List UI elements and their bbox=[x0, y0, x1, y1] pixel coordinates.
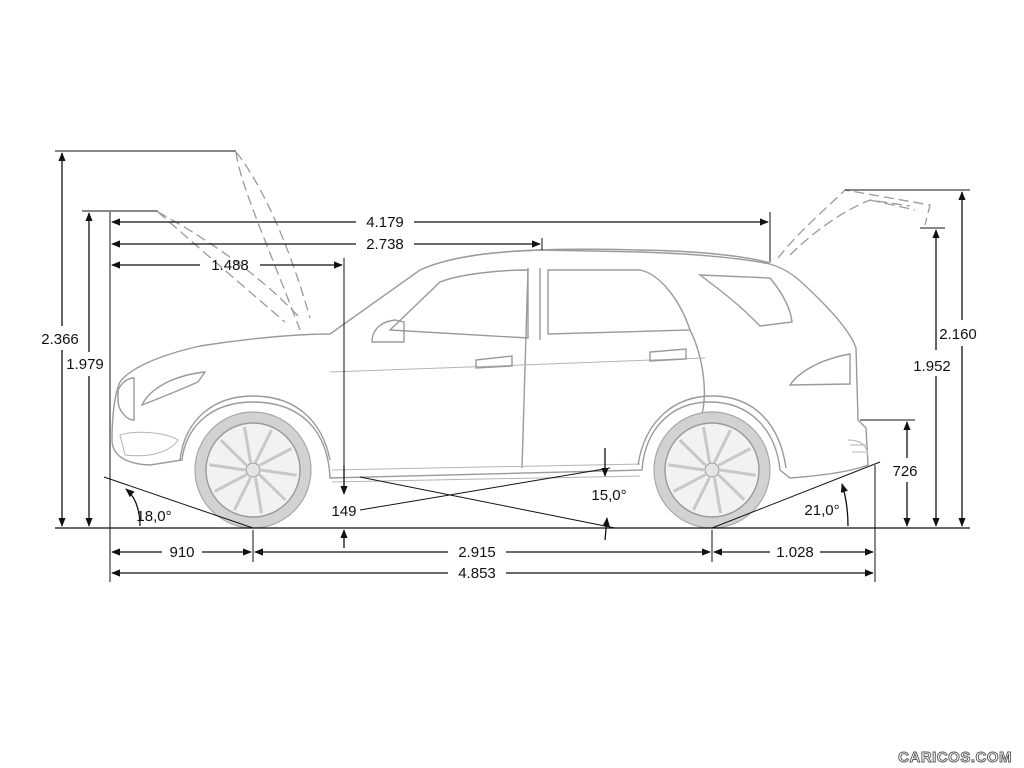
label-ramp-angle: 15,0° bbox=[591, 487, 626, 504]
wheel-spoke bbox=[672, 473, 707, 493]
rear-window bbox=[547, 269, 691, 335]
label-front-overhang: 910 bbox=[169, 544, 194, 561]
dim-height-roof: 1.979 bbox=[66, 212, 104, 527]
wheel-spoke bbox=[233, 476, 252, 511]
extension-lines bbox=[55, 150, 970, 582]
label-height-roof: 1.979 bbox=[66, 356, 104, 373]
dim-approach-angle: 18,0° bbox=[125, 488, 172, 527]
dim-height-hood-open: 2.366 bbox=[41, 152, 79, 527]
headlight bbox=[140, 371, 207, 407]
grille bbox=[117, 377, 135, 421]
dim-front-overhang: 910 bbox=[111, 544, 252, 561]
front-wheel bbox=[194, 411, 312, 529]
label-departure-angle: 21,0° bbox=[804, 502, 839, 519]
dim-overall-length: 4.853 bbox=[111, 565, 874, 582]
vehicle-side-view bbox=[111, 151, 931, 529]
label-height-hood-open: 2.366 bbox=[41, 331, 79, 348]
wheel-spoke bbox=[713, 429, 732, 464]
open-hood-outline bbox=[157, 151, 311, 331]
label-rear-overhang: 1.028 bbox=[776, 544, 814, 561]
dim-rear-load-height: 726 bbox=[892, 421, 918, 527]
wheel-spoke bbox=[253, 477, 263, 514]
dim-ramp-angle: 15,0° bbox=[591, 448, 627, 541]
wheel-spoke bbox=[243, 426, 253, 463]
wheel-spoke bbox=[260, 468, 297, 477]
wheel-spoke bbox=[668, 463, 705, 472]
label-wheelbase: 2.915 bbox=[458, 544, 496, 561]
label-rear-load-height: 726 bbox=[892, 463, 917, 480]
wheel-spoke bbox=[213, 473, 248, 493]
body-outline bbox=[111, 249, 869, 479]
tail-light bbox=[788, 353, 851, 386]
wheel-spoke bbox=[712, 477, 722, 514]
label-body-length-top: 4.179 bbox=[366, 214, 404, 231]
wheel-spoke bbox=[219, 438, 248, 467]
label-front-to-b-pillar: 2.738 bbox=[366, 236, 404, 253]
front-window bbox=[388, 269, 529, 339]
dim-front-to-b-pillar: 2.738 bbox=[111, 236, 541, 253]
wheel-spoke bbox=[258, 447, 293, 467]
quarter-window bbox=[697, 274, 793, 327]
label-height-tailgate-open: 2.160 bbox=[939, 326, 977, 343]
wheel-spoke bbox=[258, 473, 287, 502]
dim-body-length-top: 4.179 bbox=[111, 214, 769, 231]
open-tailgate-outline bbox=[777, 189, 931, 259]
wheel-spoke bbox=[692, 476, 711, 511]
watermark: CARICOS.COM bbox=[898, 749, 1012, 766]
dim-rear-overhang: 1.028 bbox=[713, 544, 874, 561]
dim-height-tailgate-open-inner: 1.952 bbox=[913, 229, 951, 527]
side-mirror bbox=[371, 319, 405, 343]
dim-ground-clearance: 149 bbox=[331, 466, 357, 548]
rear-wheel bbox=[653, 411, 771, 529]
dim-departure-angle: 21,0° bbox=[804, 483, 849, 527]
dim-height-tailgate-open: 2.160 bbox=[939, 191, 977, 527]
wheel-spoke bbox=[702, 426, 712, 463]
wheel-spoke bbox=[254, 429, 273, 464]
label-approach-angle: 18,0° bbox=[136, 508, 171, 525]
dim-wheelbase: 2.915 bbox=[254, 544, 711, 561]
wheel-spoke bbox=[209, 463, 246, 472]
label-ground-clearance: 149 bbox=[331, 503, 356, 520]
label-overall-length: 4.853 bbox=[458, 565, 496, 582]
label-front-to-a-pillar: 1.488 bbox=[211, 257, 249, 274]
label-height-tailgate-open-inner: 1.952 bbox=[913, 358, 951, 375]
wheel-spoke bbox=[719, 468, 756, 477]
wheel-spoke bbox=[717, 473, 746, 502]
dim-front-to-a-pillar: 1.488 bbox=[111, 257, 343, 274]
wheel-spoke bbox=[678, 438, 707, 467]
wheel-spoke bbox=[717, 447, 752, 467]
